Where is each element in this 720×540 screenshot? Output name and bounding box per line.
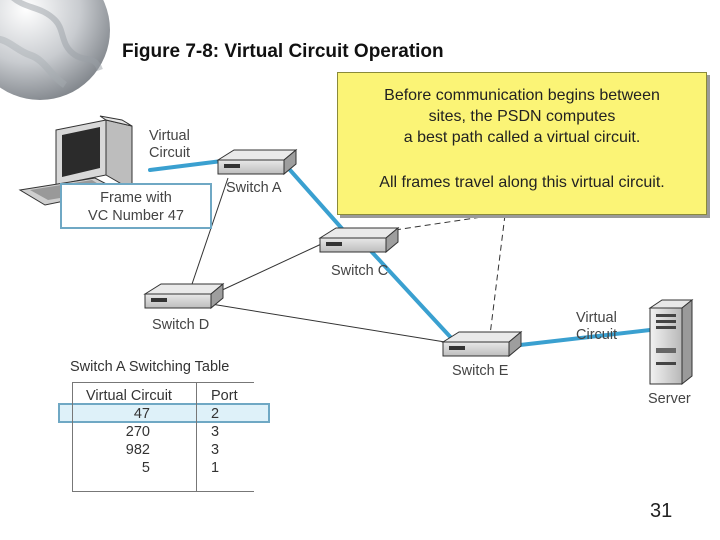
table-header-port: Port <box>211 388 238 404</box>
switch-d-icon <box>143 282 225 310</box>
table-bottom-rule <box>72 491 254 492</box>
table-cell-vc: 270 <box>125 424 150 440</box>
switch-a-label: Switch A <box>226 180 282 196</box>
switch-e-icon <box>441 330 523 358</box>
virtual-circuit-label-right-2: Circuit <box>576 327 618 343</box>
vc-e-server <box>518 328 652 347</box>
table-left-rule <box>72 382 73 492</box>
link-a-d <box>189 177 229 291</box>
vc-c-e <box>368 248 457 344</box>
link-d-e <box>204 302 446 343</box>
vc-pc-a <box>148 158 232 172</box>
page-title: Figure 7-8: Virtual Circuit Operation <box>122 41 444 62</box>
table-cell-vc: 982 <box>125 442 150 458</box>
switching-table: Virtual Circuit Port 47 2 270 3 982 3 5 … <box>58 382 270 492</box>
callout-line-4: All frames travel along this virtual cir… <box>379 174 665 191</box>
switch-c-label: Switch C <box>331 263 389 279</box>
network-links <box>189 177 506 343</box>
table-header-vc: Virtual Circuit <box>86 388 172 404</box>
switch-e-label: Switch E <box>452 363 509 379</box>
link-c-right <box>394 214 496 231</box>
frame-label-line-2: VC Number 47 <box>88 208 184 224</box>
virtual-circuit-path <box>148 158 652 347</box>
table-divider-rule <box>196 382 197 492</box>
switch-c-icon <box>318 226 400 254</box>
switch-a-icon <box>216 148 298 176</box>
switch-d-label: Switch D <box>152 317 210 333</box>
table-cell-port: 2 <box>211 406 220 422</box>
table-cell-port: 1 <box>211 460 220 476</box>
table-cell-vc: 5 <box>141 460 150 476</box>
table-highlight-row <box>58 403 270 423</box>
callout-line-2: sites, the PSDN computes <box>428 108 616 125</box>
frame-label-box: Frame with VC Number 47 <box>60 183 212 229</box>
link-c-d <box>204 239 331 299</box>
link-right-e <box>489 214 506 336</box>
server-icon <box>648 298 694 386</box>
vc-a-c <box>288 168 347 234</box>
server-label: Server <box>648 391 691 407</box>
frame-label-line-1: Frame with <box>100 190 172 206</box>
table-top-rule <box>72 382 254 383</box>
callout-line-3: a best path called a virtual circuit. <box>403 129 641 146</box>
table-cell-port: 3 <box>211 442 220 458</box>
callout-line-1: Before communication begins between <box>384 87 660 104</box>
table-cell-vc: 47 <box>133 406 150 422</box>
table-cell-port: 3 <box>211 424 220 440</box>
virtual-circuit-label-left-1: Virtual <box>149 128 190 144</box>
virtual-circuit-label-left-2: Circuit <box>149 145 191 161</box>
callout-note: Before communication begins between site… <box>337 72 707 215</box>
virtual-circuit-label-right-1: Virtual <box>576 310 617 326</box>
globe-icon <box>0 0 110 100</box>
switching-table-title: Switch A Switching Table <box>70 359 230 375</box>
page-number: 31 <box>650 500 673 522</box>
